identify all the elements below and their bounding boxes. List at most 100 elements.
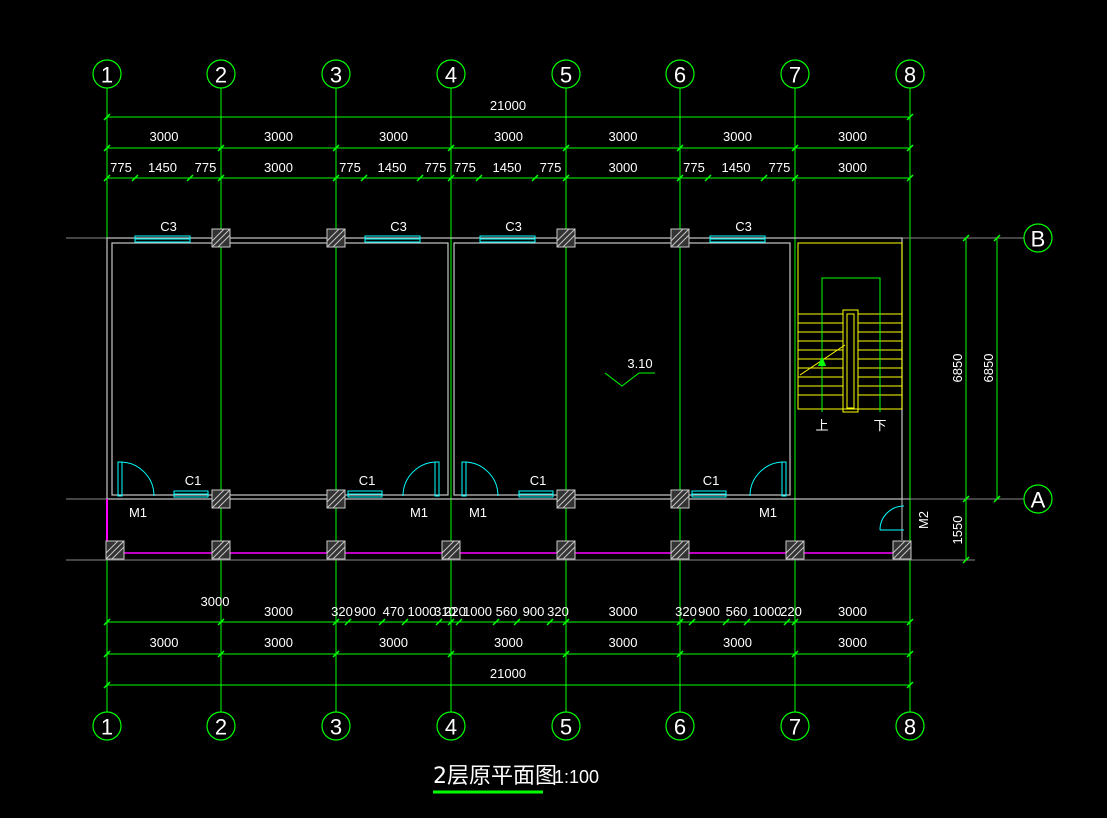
dim-label: 3000 <box>264 635 293 650</box>
dim-tick <box>688 618 696 626</box>
drawing-scale: 1:100 <box>554 767 599 787</box>
column-hatch <box>892 540 912 560</box>
door-leaf-2 <box>461 461 467 497</box>
dim-tick <box>447 618 455 626</box>
dim-tick <box>492 618 500 626</box>
dim-label: 775 <box>540 160 562 175</box>
column-hatch <box>676 234 690 248</box>
column-hatch <box>211 489 231 509</box>
dim-label: 3000 <box>838 160 867 175</box>
door-swing-3 <box>749 461 785 497</box>
dim-label: 3000 <box>609 129 638 144</box>
axis-A-circle <box>1023 484 1053 514</box>
axis-bottom-2-circle <box>206 711 236 741</box>
window-c1-label: C1 <box>359 473 376 488</box>
column-hatch <box>332 234 346 248</box>
column-hatch <box>562 234 576 248</box>
window-c1-label: C1 <box>703 473 720 488</box>
stair-path <box>821 277 881 412</box>
dim-tick <box>531 174 539 182</box>
column-hatch <box>785 540 799 554</box>
window-c3-label: C3 <box>160 219 177 234</box>
dim-tick <box>993 234 1001 242</box>
column-hatch <box>326 489 340 503</box>
column-hatch <box>105 540 125 560</box>
dimension-chains: 21000 3000 3000 3000 3000 3000 3000 3000 775 1450… <box>103 98 1001 689</box>
column-hatch <box>556 540 576 560</box>
dim-label: 320 <box>547 604 569 619</box>
door-leaf-1 <box>434 461 440 497</box>
dim-label: 775 <box>425 160 447 175</box>
door-leaf-3 <box>781 461 787 497</box>
column-hatch <box>556 489 576 509</box>
window-c3-label: C3 <box>390 219 407 234</box>
window-c1-label: C1 <box>530 473 547 488</box>
axis-top-5: 5 <box>560 63 572 88</box>
axis-bottom-7: 7 <box>789 715 801 740</box>
axis-top-4-circle <box>436 59 466 89</box>
axis-top-7: 7 <box>789 63 801 88</box>
dim-tick <box>676 174 684 182</box>
dim-label: 1450 <box>378 160 407 175</box>
dim-tick <box>103 650 111 658</box>
dim-tick <box>344 618 352 626</box>
dim-label: 775 <box>683 160 705 175</box>
column-hatch <box>791 546 805 560</box>
axis-bottom-1-circle <box>92 711 122 741</box>
column-hatch <box>556 540 570 554</box>
drawing-title: 2层原平面图 <box>433 764 557 789</box>
window-c3-label: C3 <box>505 219 522 234</box>
axis-A: A <box>1031 488 1046 513</box>
dim-tick <box>103 144 111 152</box>
dim-tick <box>332 144 340 152</box>
column-hatch <box>111 546 125 560</box>
dim-label: 310 <box>434 604 456 619</box>
column-hatch <box>562 495 576 509</box>
stair-handrail-inner <box>846 313 855 409</box>
column-hatch <box>676 495 690 509</box>
dim-tick <box>401 618 409 626</box>
window-c1-label: C1 <box>185 473 202 488</box>
column-hatch <box>326 540 340 554</box>
door-swing-m2 <box>879 505 905 531</box>
dim-label: 1000 <box>753 604 782 619</box>
dim-tick <box>455 618 463 626</box>
axis-top-1-circle <box>92 59 122 89</box>
dim-label: 3000 <box>609 635 638 650</box>
dim-tick <box>743 618 751 626</box>
dim-tick <box>676 650 684 658</box>
stair-arrow <box>818 356 826 366</box>
column-hatch <box>326 489 346 509</box>
column-hatch <box>892 540 906 554</box>
axis-top-8-circle <box>895 59 925 89</box>
dim-total-top: 21000 <box>490 98 526 113</box>
column-hatch <box>670 228 684 242</box>
dim-label: 3000 <box>723 129 752 144</box>
dim-tick <box>546 618 554 626</box>
dim-tick <box>791 650 799 658</box>
column-hatch <box>556 489 570 503</box>
column-hatch <box>217 495 231 509</box>
column-hatch <box>211 540 225 554</box>
column-hatch <box>447 546 461 560</box>
column-hatch <box>211 228 231 248</box>
dim-tick <box>332 174 340 182</box>
dim-label: 3000 <box>609 160 638 175</box>
axis-bottom-3: 3 <box>330 715 342 740</box>
dim-tick <box>103 174 111 182</box>
door-swing-2 <box>463 461 499 497</box>
door-swing-1 <box>402 461 438 497</box>
dim-total-bottom: 21000 <box>490 666 526 681</box>
dim-tick <box>447 144 455 152</box>
axis-top-3-circle <box>321 59 351 89</box>
dim-tick <box>217 174 225 182</box>
column-hatch <box>670 540 684 554</box>
level-marker: 3.10 <box>604 356 655 387</box>
dim-label: 3000 <box>838 635 867 650</box>
dim-tick <box>783 618 791 626</box>
dim-tick <box>906 618 914 626</box>
dim-tick <box>906 174 914 182</box>
